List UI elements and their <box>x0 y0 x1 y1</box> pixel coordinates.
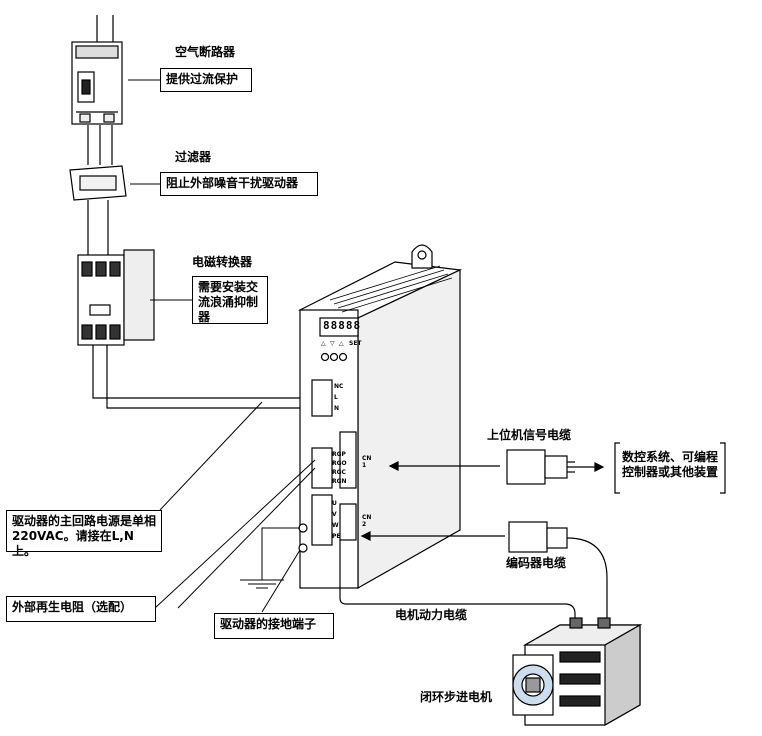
contactor-device <box>77 249 155 346</box>
button-shift[interactable]: △ <box>339 340 344 347</box>
button-up[interactable]: △ <box>321 340 326 347</box>
motor-power-cable <box>339 540 576 628</box>
air-breaker-title: 空气断路器 <box>175 45 236 59</box>
filter-note: 阻止外部噪音干扰驱动器 <box>160 172 318 196</box>
ground-terminal-note: 驱动器的接地端子 <box>214 613 334 639</box>
air-breaker-note: 提供过流保护 <box>160 68 252 92</box>
driver-unit <box>298 244 463 590</box>
button-down[interactable]: ▽ <box>330 340 335 347</box>
motor-label: 闭环步进电机 <box>420 690 493 704</box>
terminal-rgo: RGO <box>332 460 347 467</box>
host-signal-cable <box>388 442 726 494</box>
terminal-w: W <box>332 522 339 529</box>
main-power-note: 驱动器的主回路电源是单相220VAC。请接在L,N上。 <box>6 510 162 558</box>
driver-display: 88888 <box>323 319 362 332</box>
terminal-pe: PE <box>332 533 341 540</box>
terminal-l: L <box>334 394 338 401</box>
terminal-nc: NC <box>334 383 344 390</box>
closed-loop-stepper-motor <box>512 617 643 727</box>
motor-power-cable-label: 电机动力电缆 <box>395 608 468 622</box>
host-devices-label: 数控系统、可编程控制器或其他装置 <box>622 450 719 479</box>
filter-device <box>69 165 127 201</box>
encoder-cable-label: 编码器电缆 <box>506 556 567 570</box>
terminal-v: V <box>332 511 337 518</box>
host-cable-label: 上位机信号电缆 <box>487 428 572 442</box>
terminal-u: U <box>332 500 337 507</box>
port-cn2-label: CN 2 <box>362 514 372 528</box>
filter-title: 过滤器 <box>175 150 212 164</box>
terminal-n: N <box>334 405 340 412</box>
contactor-title: 电磁转换器 <box>192 255 253 269</box>
terminal-rgn: RGN <box>332 478 347 485</box>
terminal-rgp: RGP <box>332 451 346 458</box>
terminal-rgc: RGC <box>332 469 346 476</box>
encoder-cable <box>360 521 608 628</box>
contactor-note: 需要安装交流浪涌抑制器 <box>192 276 268 324</box>
regen-resistor-note: 外部再生电阻（选配） <box>6 596 156 622</box>
port-cn1-label: CN 1 <box>362 455 372 469</box>
air-breaker-device <box>71 41 123 125</box>
button-set[interactable]: SET <box>349 340 362 347</box>
